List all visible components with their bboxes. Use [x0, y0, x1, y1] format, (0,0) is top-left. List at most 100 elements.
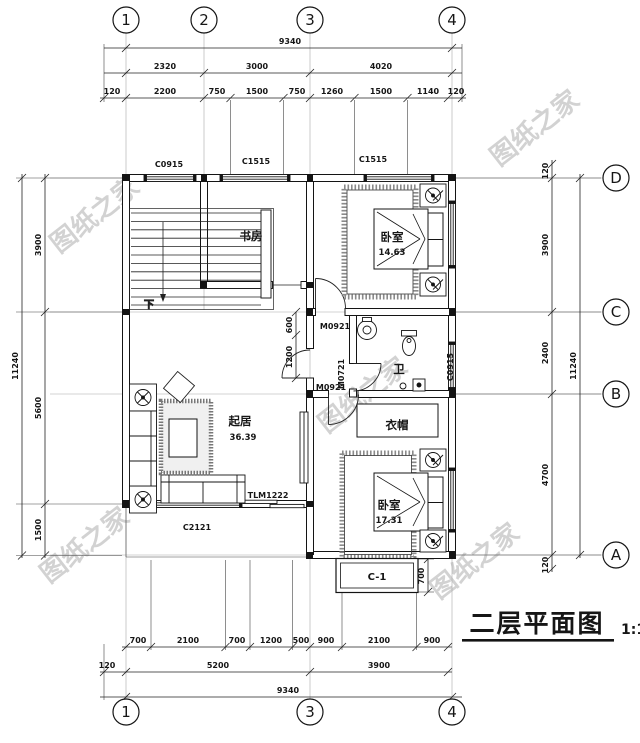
bedroom1-furniture	[341, 183, 447, 300]
window-c1515-right	[363, 174, 435, 182]
door-bath	[353, 363, 382, 392]
dim-right-segment: 2400	[541, 341, 550, 364]
sofa-symbol	[129, 410, 246, 504]
dimensions-sides: 3900 5600 1500 11240 120 3900 2400 4700 …	[11, 162, 578, 584]
dim-bottom-axis: 120	[99, 661, 116, 670]
grid-label-4-bottom: 4	[447, 703, 457, 721]
title-scale: 1:10	[621, 622, 640, 638]
dim-interior-600: 600	[285, 316, 294, 333]
dim-bottom-detail: 2100	[368, 636, 391, 645]
room-label-bedroom1: 卧室	[381, 230, 404, 244]
dim-left-overall: 11240	[11, 352, 20, 380]
dim-top-detail: 1140	[417, 87, 440, 96]
nightstand-lamp-symbol	[419, 448, 447, 553]
dim-top-detail: 120	[104, 87, 121, 96]
label-window-c0915-top: C0915	[155, 160, 184, 169]
bed-symbol	[373, 208, 444, 270]
grid-label-4: 4	[447, 11, 457, 29]
toilet-symbol	[401, 330, 417, 356]
basin-symbol	[357, 317, 377, 340]
wardrobe-symbol	[356, 403, 439, 438]
decor-chair-symbol	[162, 370, 196, 404]
label-window-c0915-right: C0915	[446, 353, 455, 382]
dim-bottom-axis: 3900	[368, 661, 391, 670]
dim-top-axis: 3000	[246, 62, 269, 71]
floor-drain-symbol	[399, 378, 426, 392]
label-window-c2121: C2121	[183, 523, 212, 532]
dim-left-segment: 3900	[34, 233, 43, 256]
grid-label-3: 3	[305, 11, 315, 29]
staircase-symbol: 下	[129, 208, 274, 311]
columns	[123, 175, 455, 558]
title-block: 二层平面图 1:10	[462, 609, 640, 642]
opening-study	[272, 281, 302, 289]
label-door-m0921-hall: M0921	[316, 383, 347, 392]
dim-top-detail: 1260	[321, 87, 344, 96]
door-hall	[281, 349, 311, 379]
dim-top-axis: 4020	[370, 62, 393, 71]
dimensions-top: 9340 2320 3000 4020 120 2200 750 1500 75…	[104, 37, 465, 96]
dim-bottom-detail: 700	[229, 636, 246, 645]
watermark-text: 图纸之家	[484, 84, 585, 172]
dim-top-overall: 9340	[279, 37, 302, 46]
room-area-living: 36.39	[230, 433, 257, 443]
dim-top-detail: 750	[289, 87, 306, 96]
label-door-m0921-bed1: M0921	[320, 322, 351, 331]
dim-bottom-detail: 500	[293, 636, 310, 645]
window-right-bedroom2	[448, 467, 456, 533]
bath-fixtures	[357, 317, 426, 392]
dim-bottom-overall: 9340	[277, 686, 300, 695]
dim-right-overall: 11240	[569, 352, 578, 380]
dim-right-segment: 3900	[541, 233, 550, 256]
label-door-tlm1222: TLM1222	[248, 491, 289, 500]
grid-label-1: 1	[121, 11, 131, 29]
dim-top-detail: 1500	[246, 87, 269, 96]
dim-top-detail: 1500	[370, 87, 393, 96]
room-label-cloak: 衣帽	[386, 418, 409, 432]
room-label-bedroom2: 卧室	[378, 498, 401, 512]
grid-label-c: C	[611, 303, 621, 321]
door-bedroom1	[315, 278, 346, 309]
windows	[143, 174, 456, 533]
page-title: 二层平面图	[469, 609, 604, 638]
grid-label-d: D	[610, 169, 622, 187]
room-labels: 书房 卧室 14.63 卫 衣帽 起居 36.39 卧室 17.31	[228, 229, 409, 526]
dim-bottom-detail: 1200	[260, 636, 283, 645]
dim-right-segment: 4700	[541, 463, 550, 486]
window-c0915-top	[143, 174, 197, 182]
dim-bottom-detail: 700	[130, 636, 147, 645]
balcony-c1	[335, 557, 419, 594]
dim-left-segment: 5600	[34, 396, 43, 419]
dim-top-detail: 120	[448, 87, 465, 96]
nightstand-lamp-symbol	[419, 183, 447, 297]
bed-symbol	[373, 472, 444, 532]
door-cloak	[328, 394, 359, 425]
grid-bubble-labels: 1 2 3 4 1 3 4 D C B A	[121, 11, 622, 721]
label-window-c1515-left: C1515	[242, 157, 271, 166]
grid-bubbles	[112, 6, 630, 726]
watermark-text: 图纸之家	[34, 501, 135, 589]
room-area-bedroom1: 14.63	[379, 248, 406, 258]
living-furniture	[129, 370, 309, 514]
grid-label-2: 2	[199, 11, 209, 29]
grid-label-a: A	[611, 546, 622, 564]
label-window-c1515-right: C1515	[359, 155, 388, 164]
room-area-bedroom2: 17.31	[376, 516, 403, 526]
doors	[272, 278, 382, 425]
grid-label-3-bottom: 3	[305, 703, 315, 721]
bedroom2-furniture	[339, 448, 447, 560]
dim-right-segment: 120	[541, 556, 550, 573]
dim-left-segment: 1500	[34, 518, 43, 541]
extension-lines	[16, 44, 601, 700]
coffee-table-symbol	[168, 418, 198, 458]
grid-label-1-bottom: 1	[121, 703, 131, 721]
opening-labels: C0915 C1515 C1515 M0921 M0721 M0921 C091…	[155, 155, 455, 583]
window-c1515-left	[219, 174, 291, 182]
dim-right-segment: 120	[541, 162, 550, 179]
window-c0915-right	[448, 341, 456, 391]
watermark-text: 图纸之家	[44, 171, 145, 259]
dim-bottom-detail: 2100	[177, 636, 200, 645]
grid-label-b: B	[611, 385, 621, 403]
